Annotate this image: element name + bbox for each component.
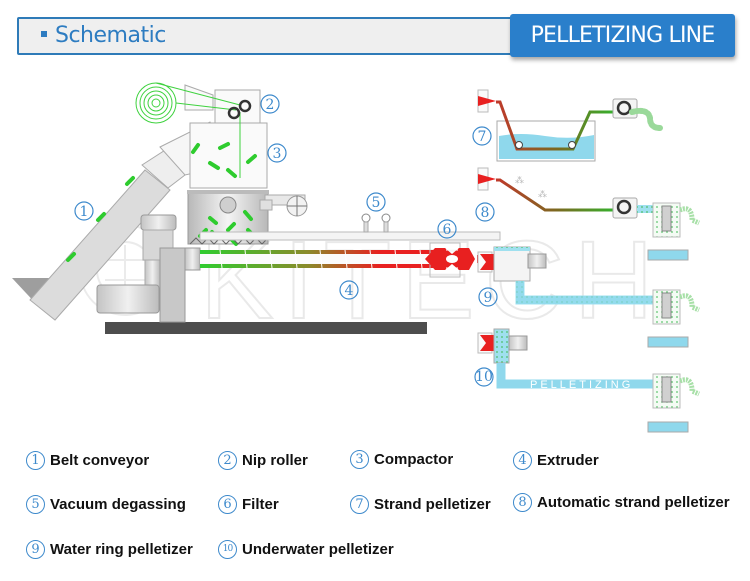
legend-number: 10	[218, 539, 237, 559]
nip-roller	[135, 82, 252, 178]
legend-item-belt-conveyor: 1 Belt conveyor	[26, 449, 149, 471]
svg-text:10: 10	[475, 369, 493, 385]
water-ring-pelletizer	[477, 246, 700, 348]
legend-label: Filter	[242, 495, 279, 513]
cutter-unit-8	[647, 202, 700, 261]
svg-text:7: 7	[478, 129, 487, 145]
callout-7: 7	[472, 126, 492, 146]
svg-text:8: 8	[481, 205, 490, 221]
svg-text:9: 9	[484, 290, 493, 306]
callout-6: 6	[437, 219, 457, 239]
legend-item-vacuum-degassing: 5 Vacuum degassing	[26, 493, 186, 515]
filter	[425, 242, 475, 278]
legend-label: Underwater pelletizer	[242, 540, 394, 558]
callout-8: 8	[475, 202, 495, 222]
legend-number: 4	[513, 450, 532, 470]
legend-label: Vacuum degassing	[50, 495, 186, 513]
extruder	[199, 231, 501, 269]
callout-4: 4	[339, 280, 359, 300]
legend-number: 2	[218, 450, 237, 470]
callout-1: 1	[74, 201, 94, 221]
callout-3: 3	[267, 143, 287, 163]
callout-10: 10	[474, 367, 494, 387]
svg-text:3: 3	[273, 146, 282, 162]
water-spray-icon: ⁂	[538, 189, 547, 199]
legend-item-compactor: 3 Compactor	[350, 448, 453, 470]
legend-item-strand-pelletizer: 7 Strand pelletizer	[350, 493, 491, 515]
legend-number: 9	[26, 539, 45, 559]
svg-text:1: 1	[80, 204, 89, 220]
svg-text:5: 5	[372, 195, 381, 211]
schematic-diagram: KITECH	[12, 82, 700, 433]
water-spray-icon: ⁂	[515, 175, 524, 185]
bullet-icon	[41, 31, 47, 37]
legend-label: Belt conveyor	[50, 451, 150, 469]
pelletizing-line-badge: PELLETIZING LINE	[510, 14, 735, 57]
legend-label: Compactor	[374, 450, 454, 468]
legend-label: Automatic strand pelletizer	[537, 493, 730, 511]
callout-2: 2	[260, 94, 280, 114]
legend-label: Extruder	[537, 451, 599, 469]
section-title-text: Schematic	[55, 23, 166, 48]
legend-item-nip-roller: 2 Nip roller	[218, 449, 308, 471]
legend-label: Water ring pelletizer	[50, 540, 193, 558]
svg-text:6: 6	[443, 222, 452, 238]
legend-item-filter: 6 Filter	[218, 493, 279, 515]
machine-base	[105, 322, 427, 334]
legend-item-underwater-pelletizer: 10 Underwater pelletizer	[218, 538, 394, 560]
automatic-strand-pelletizer: ⁂ ⁂	[477, 167, 654, 219]
drive-motor	[96, 214, 201, 323]
vacuum-degassing	[259, 194, 391, 233]
legend-number: 6	[218, 494, 237, 514]
svg-text:2: 2	[266, 97, 275, 113]
watermark-secondary-text: PELLETIZING	[530, 379, 633, 391]
legend-number: 3	[350, 449, 369, 469]
callout-9: 9	[478, 287, 498, 307]
legend-item-automatic-strand-pelletizer: 8 Automatic strand pelletizer	[513, 491, 730, 513]
svg-text:4: 4	[345, 283, 354, 299]
legend-number: 7	[350, 494, 369, 514]
legend-number: 1	[26, 450, 45, 470]
section-title: Schematic	[41, 19, 166, 53]
legend-number: 5	[26, 494, 45, 514]
legend-label: Strand pelletizer	[374, 495, 491, 513]
legend-item-water-ring-pelletizer: 9 Water ring pelletizer	[26, 538, 193, 560]
legend-item-extruder: 4 Extruder	[513, 449, 599, 471]
strand-pelletizer	[477, 89, 663, 162]
legend-number: 8	[513, 492, 532, 512]
underwater-pelletizer: PELLETIZING	[477, 328, 700, 433]
callout-5: 5	[366, 192, 386, 212]
legend-label: Nip roller	[242, 451, 308, 469]
